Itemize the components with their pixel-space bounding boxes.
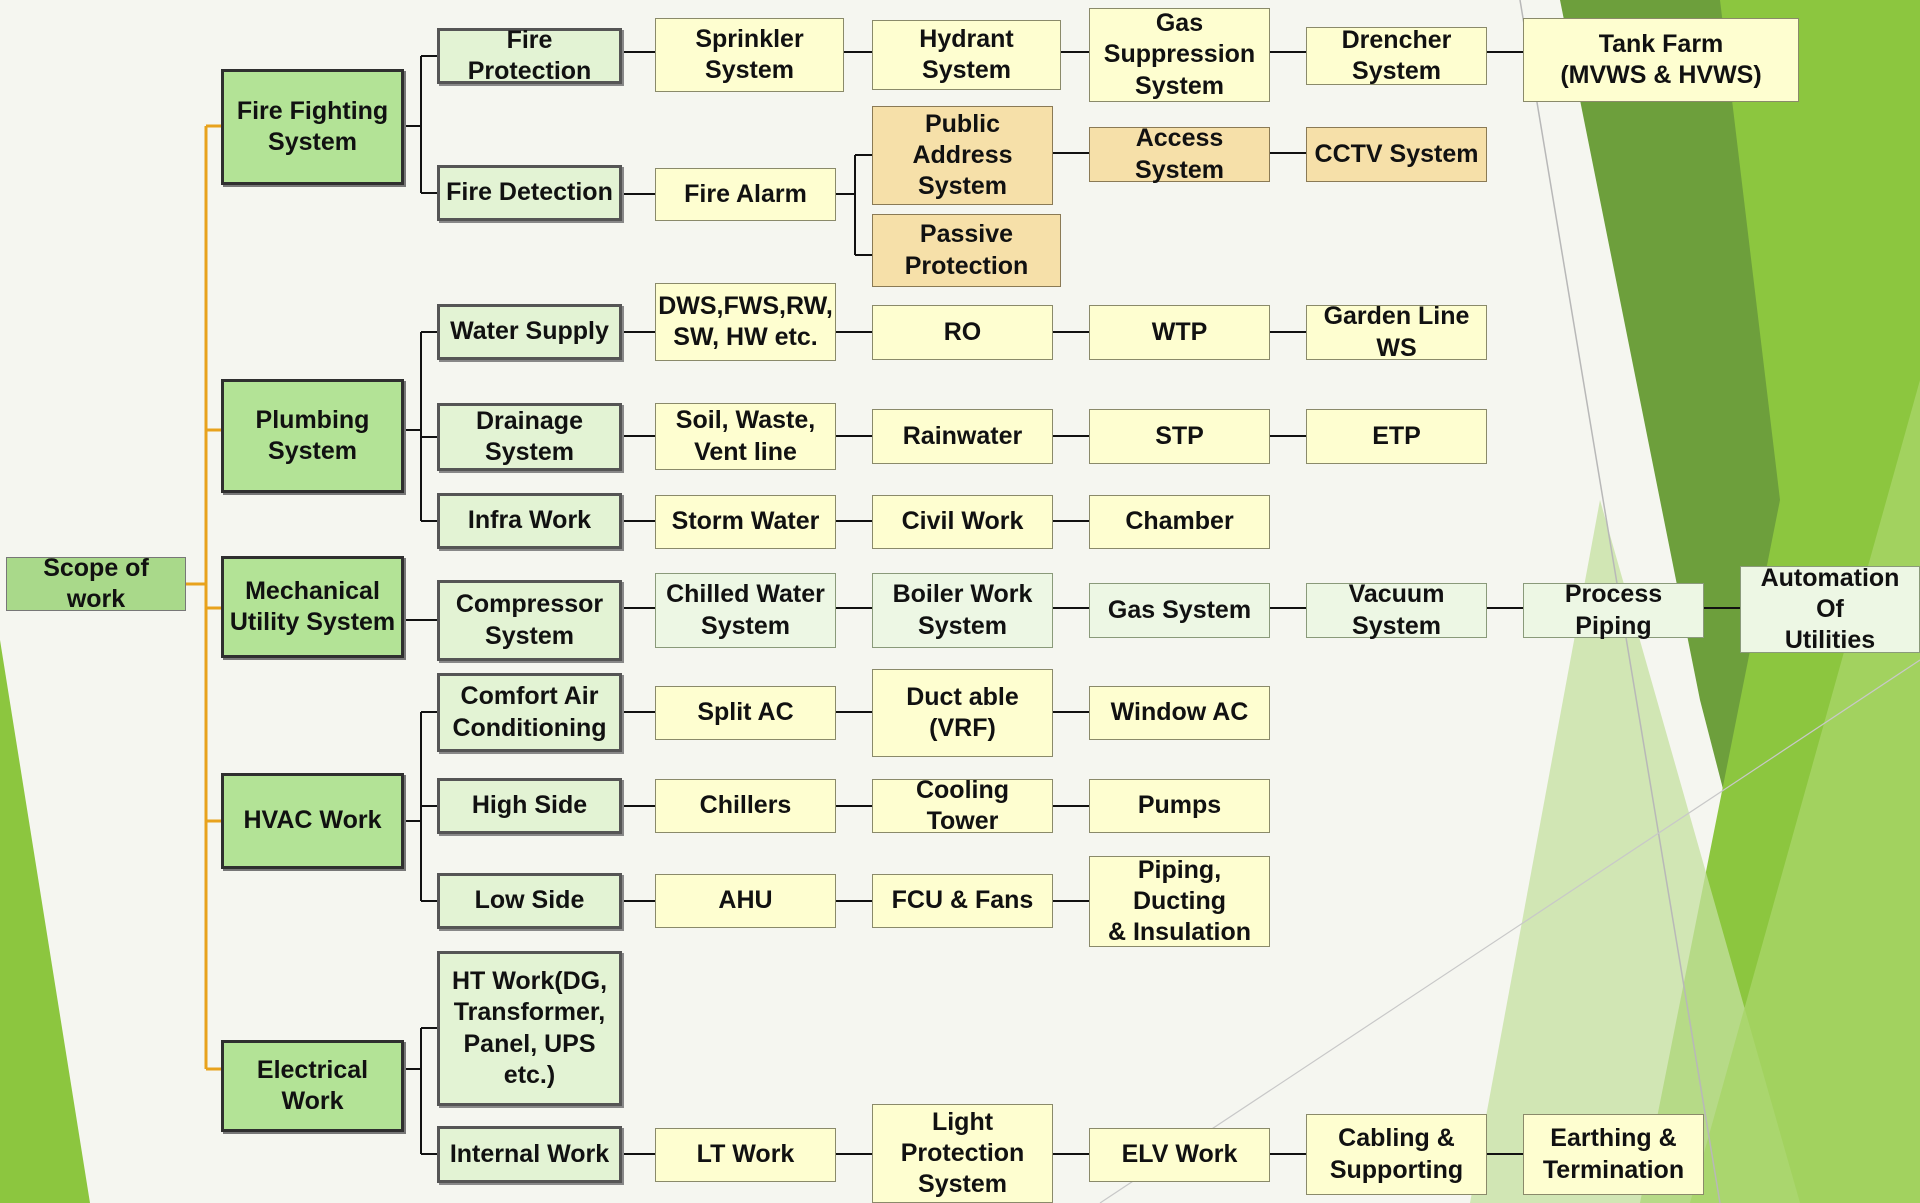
bg-left-triangle xyxy=(0,640,90,1203)
node-fire-protection: Fire Protection xyxy=(437,26,622,85)
node-window-ac: Window AC xyxy=(1089,686,1270,740)
node-rainwater: Rainwater xyxy=(872,409,1053,464)
node-cabling-supporting: Cabling & Supporting xyxy=(1306,1114,1487,1195)
node-drainage-system: Drainage System xyxy=(437,403,622,471)
node-lt-work: LT Work xyxy=(655,1128,836,1182)
node-boiler-work-system: Boiler Work System xyxy=(872,573,1053,648)
node-low-side: Low Side xyxy=(437,873,622,929)
node-civil-work: Civil Work xyxy=(872,495,1053,549)
node-soil-waste-vent: Soil, Waste, Vent line xyxy=(655,403,836,470)
node-gas-system: Gas System xyxy=(1089,583,1270,638)
node-light-protection-system: Light Protection System xyxy=(872,1104,1053,1203)
node-electrical-work: Electrical Work xyxy=(221,1040,404,1132)
node-automation-of-utilities: Automation Of Utilities xyxy=(1740,564,1920,654)
node-fire-fighting-system: Fire Fighting System xyxy=(221,69,404,185)
node-vacuum-system: Vacuum System xyxy=(1306,580,1487,640)
node-scope-of-work: Scope of work xyxy=(6,554,186,613)
node-tank-farm: Tank Farm (MVWS & HVWS) xyxy=(1523,18,1799,102)
node-gas-suppression-system: Gas Suppression System xyxy=(1089,8,1270,102)
node-comfort-air-conditioning: Comfort Air Conditioning xyxy=(437,673,622,752)
node-chamber: Chamber xyxy=(1089,495,1270,549)
node-process-piping: Process Piping xyxy=(1523,580,1704,640)
node-water-supply: Water Supply xyxy=(437,304,622,360)
node-compressor-system: Compressor System xyxy=(437,580,622,661)
node-piping-ducting-insulation: Piping, Ducting & Insulation xyxy=(1089,856,1270,947)
node-ht-work: HT Work(DG, Transformer, Panel, UPS etc.… xyxy=(437,951,622,1106)
node-cctv-system: CCTV System xyxy=(1306,127,1487,182)
node-hydrant-system: Hydrant System xyxy=(872,20,1061,90)
node-chilled-water-system: Chilled Water System xyxy=(655,573,836,648)
node-etp: ETP xyxy=(1306,409,1487,464)
node-chillers: Chillers xyxy=(655,779,836,833)
node-public-address-system: Public Address System xyxy=(872,106,1053,205)
node-dws-fws: DWS,FWS,RW, SW, HW etc. xyxy=(655,283,836,361)
bg-light-triangle xyxy=(1470,500,1800,1203)
bg-thin-line-2 xyxy=(1099,659,1920,1203)
node-pumps: Pumps xyxy=(1089,779,1270,833)
node-hvac-work: HVAC Work xyxy=(221,773,404,869)
node-fire-detection: Fire Detection xyxy=(437,165,622,221)
node-mechanical-utility-system: Mechanical Utility System xyxy=(221,556,404,658)
node-infra-work: Infra Work xyxy=(437,493,622,549)
node-access-system: Access System xyxy=(1089,124,1270,184)
node-split-ac: Split AC xyxy=(655,686,836,740)
node-storm-water: Storm Water xyxy=(655,495,836,549)
node-garden-line-ws: Garden Line WS xyxy=(1306,302,1487,362)
node-drencher-system: Drencher System xyxy=(1306,26,1487,85)
node-ahu: AHU xyxy=(655,874,836,928)
node-fcu-fans: FCU & Fans xyxy=(872,874,1053,928)
node-high-side: High Side xyxy=(437,778,622,834)
node-cooling-tower: Cooling Tower xyxy=(872,776,1053,835)
node-fire-alarm: Fire Alarm xyxy=(655,168,836,221)
node-earthing-termination: Earthing & Termination xyxy=(1523,1114,1704,1195)
node-wtp: WTP xyxy=(1089,305,1270,360)
node-internal-work: Internal Work xyxy=(437,1126,622,1183)
node-elv-work: ELV Work xyxy=(1089,1128,1270,1182)
node-plumbing-system: Plumbing System xyxy=(221,379,404,493)
node-passive-protection: Passive Protection xyxy=(872,214,1061,287)
node-sprinkler-system: Sprinkler System xyxy=(655,18,844,92)
node-stp: STP xyxy=(1089,409,1270,464)
node-ro: RO xyxy=(872,305,1053,360)
node-ductable-vrf: Duct able (VRF) xyxy=(872,669,1053,757)
